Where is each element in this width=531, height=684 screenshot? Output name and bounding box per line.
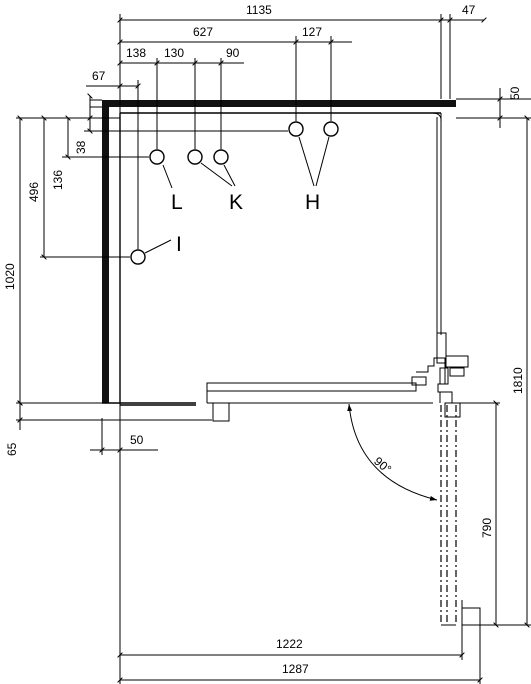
- door: 90°: [347, 403, 481, 626]
- door-swing-arc: [347, 403, 438, 501]
- walls: [102, 100, 456, 403]
- dim-top-wall: 50: [508, 86, 522, 100]
- outlet-k2: [213, 149, 229, 165]
- dim-k-offset: 130: [164, 46, 184, 60]
- label-h: H: [305, 191, 320, 214]
- extension-lines: [16, 14, 531, 684]
- dim-i-offset: 67: [92, 69, 106, 83]
- dimension-lines: 1135 47 627 127 138 130 90 67 50 1810 10…: [3, 3, 530, 683]
- cabin-outline: [102, 112, 469, 422]
- outlet-h2: [323, 121, 339, 137]
- dim-h-height: 38: [74, 140, 88, 154]
- dim-right-height: 1810: [511, 367, 525, 394]
- label-k: K: [229, 191, 243, 214]
- outlets: [130, 121, 339, 265]
- angle-label: 90°: [371, 454, 394, 477]
- dim-left-wall: 50: [130, 433, 144, 447]
- label-i: I: [176, 233, 182, 256]
- dim-door-width: 790: [480, 518, 494, 538]
- dim-h-spacing: 127: [302, 25, 322, 39]
- dim-floor: 65: [5, 442, 19, 456]
- outlet-labels: L K H I: [144, 136, 330, 256]
- dim-l-offset: 138: [126, 46, 146, 60]
- dim-outer-width: 1287: [282, 662, 309, 676]
- outlet-k1: [187, 149, 203, 165]
- outlet-h1: [288, 121, 304, 137]
- outlet-i: [130, 249, 146, 265]
- dim-l-height: 136: [51, 170, 65, 190]
- dim-side-panel: 47: [462, 3, 476, 17]
- dim-total-height: 1020: [3, 263, 17, 290]
- dim-inner-width: 1222: [276, 637, 303, 651]
- dim-i-height: 496: [27, 182, 41, 202]
- outlet-l: [149, 149, 165, 165]
- dim-total-width: 1135: [246, 3, 272, 17]
- left-wall: [102, 100, 109, 403]
- dim-k-spacing: 90: [226, 46, 240, 60]
- top-wall: [102, 100, 456, 107]
- dim-to-h: 627: [193, 25, 213, 39]
- label-l: L: [171, 191, 183, 214]
